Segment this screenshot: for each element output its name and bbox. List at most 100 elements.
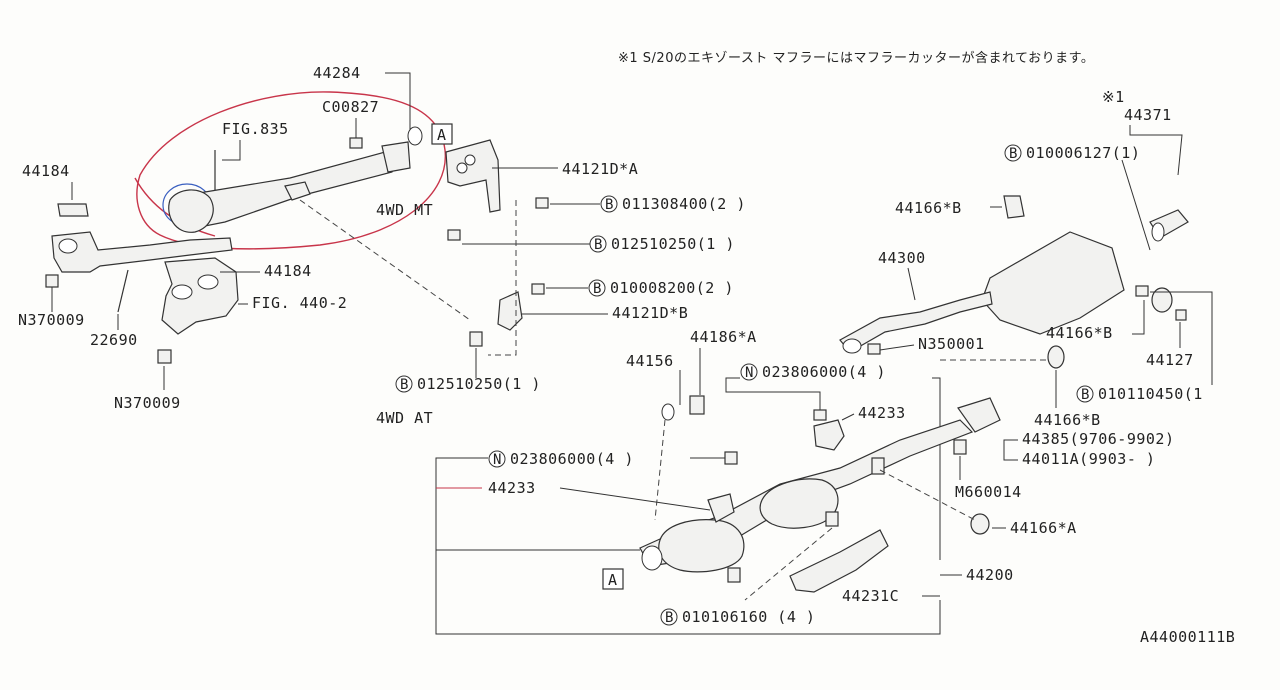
ref-box-a-top-text: A [437,126,447,144]
label-44371: 44371 [1124,106,1172,124]
diagram-id: A44000111B [1140,628,1235,646]
red-annotation-stroke [134,177,216,237]
gasket-44166a [970,513,990,535]
bracket-44121da [445,139,501,213]
label-023806000-top: 023806000(4 ) [762,363,886,381]
bolt-010106160-a [825,511,839,527]
leader-44385-44011a [1003,439,1018,461]
bracket-44121db [497,291,523,331]
rear-pipe-44300 [839,291,993,353]
ref-marker-1: ※1 [1102,88,1125,106]
label-44121da: 44121D*A [562,160,638,178]
leader-44371 [1129,125,1183,176]
bolt-symbol-012510250-b-text: B [400,377,408,393]
catalyst-44200-front [658,519,745,573]
sensor-44186a [689,395,705,415]
red-annotation-circle [136,91,446,250]
exhaust-manifold-left [51,231,233,273]
leader-44233-top [841,413,855,421]
nut-symbol-023806000-left [488,450,506,468]
bolt-symbol-010008200 [588,279,606,297]
bracket-hole-2 [464,154,476,166]
nut-n350001 [867,343,881,355]
ref-box-a-top [431,123,453,145]
label-44156: 44156 [626,352,674,370]
bolt-m660014 [953,439,967,455]
label-44184-mid: 44184 [264,262,312,280]
bolt-symbol-010106160-text: B [665,610,673,626]
label-c00827: C00827 [322,98,379,116]
label-011308400: 011308400(2 ) [622,195,746,213]
leader-44284 [385,72,411,130]
mt-bracket [284,181,311,201]
label-010006127: 010006127(1) [1026,144,1140,162]
leader-023806000-top [725,377,821,410]
bolt-symbol-010106160 [660,608,678,626]
nut-023806000-top [813,409,827,421]
clamp-44233-top [813,419,845,451]
label-44231c: 44231C [842,587,899,605]
leader-010006127 [1121,159,1151,251]
rear-muffler-44300 [981,231,1125,335]
label-010008200: 010008200(2 ) [610,279,734,297]
manifold-port-1 [58,238,78,254]
bolt-012510250-a [447,229,461,241]
label-012510250-a: 012510250(1 ) [611,235,735,253]
bolt-010008200 [531,283,545,295]
header-note: ※1 S/20のエキゾースト マフラーにはマフラーカッターが含まれております。 [618,50,1094,66]
gasket-44166b-mid [1151,287,1173,313]
exhaust-manifold-right [161,257,239,335]
nut-symbol-023806000-top [740,363,758,381]
dash-44166a [879,469,976,521]
dash-44156 [654,419,666,521]
bolt-symbol-012510250-a [589,235,607,253]
bolt-symbol-012510250-a-text: B [594,237,602,253]
label-44166b-top: 44166*B [895,199,962,217]
nut-symbol-023806000-left-text: N [493,452,501,468]
bolt-symbol-010006127 [1004,144,1022,162]
label-44200: 44200 [966,566,1014,584]
label-44121db: 44121D*B [612,304,688,322]
cutter-end [1151,222,1165,242]
label-010106160: 010106160 (4 ) [682,608,815,626]
dash-010106160 [744,527,833,601]
label-fig440: FIG. 440-2 [252,294,347,312]
label-22690: 22690 [90,331,138,349]
bolt-011308400 [535,197,549,209]
ref-box-a-bottom [602,568,624,590]
bolt-010106160-b [727,567,741,583]
bracket-line-right [932,377,941,560]
gasket-44184-top [57,203,89,217]
label-n350001: N350001 [918,335,985,353]
leader-n350001 [879,344,915,351]
bolt-012510250-b [469,331,483,347]
bolt-symbol-012510250-b [395,375,413,393]
nut-n370009-bottom [157,349,172,364]
label-4wd-mt: 4WD MT [376,201,433,219]
manifold-port-3 [197,274,219,290]
manifold-port-2 [171,284,193,300]
bolt-symbol-010008200-text: B [593,281,601,297]
label-n370009-bottom: N370009 [114,394,181,412]
rear-pipe-flange [842,338,862,354]
label-012510250-b: 012510250(1 ) [417,375,541,393]
bolt-symbol-010110450 [1076,385,1094,403]
label-44385: 44385(9706-9902) [1022,430,1175,448]
label-n370009-left: N370009 [18,311,85,329]
sensor-22690 [117,269,129,313]
dash-mt-to-at [299,199,471,321]
leader-010110450 [1150,291,1213,385]
label-44166a: 44166*A [1010,519,1077,537]
label-44233-top: 44233 [858,404,906,422]
leader-44233-left [559,487,711,511]
label-44300: 44300 [878,249,926,267]
label-44186a: 44186*A [690,328,757,346]
label-44184-top: 44184 [22,162,70,180]
flange-44385 [957,397,1001,433]
ref-box-a-bottom-text: A [608,571,618,589]
label-44233-left: 44233 [488,479,536,497]
gasket-44156 [661,403,675,421]
leader-44166b-mid [1132,300,1145,335]
